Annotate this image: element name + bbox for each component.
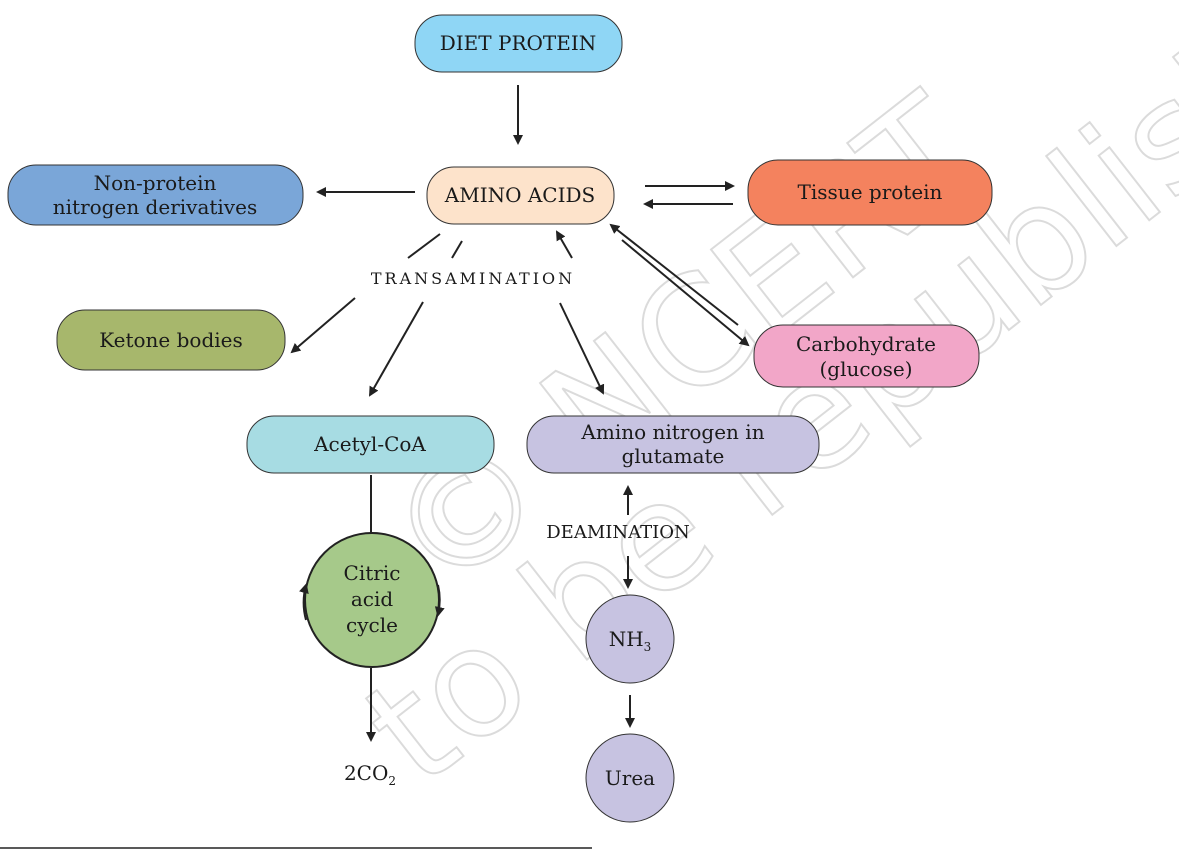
node-citric-label-1: Citric [344, 561, 401, 585]
node-ketone-bodies-label: Ketone bodies [99, 328, 243, 352]
co2-label-base: 2CO [344, 761, 388, 785]
node-tissue-protein-box [747, 159, 993, 226]
node-amino-nitrogen-label-1: Amino nitrogen in [580, 420, 764, 444]
node-non-protein: Non-protein nitrogen derivatives [7, 164, 304, 226]
line-trans-left-1 [407, 233, 441, 259]
cycle-arrow-left [299, 583, 309, 621]
node-tissue-protein: Tissue protein [747, 159, 993, 226]
node-carbohydrate-box [753, 324, 980, 388]
arrow-carb-to-amino [609, 223, 739, 326]
node-nh3-label: NH3 [609, 627, 652, 654]
node-amino-acids: AMINO ACIDS [426, 166, 615, 225]
node-non-protein-label-1: Non-protein [94, 171, 217, 195]
node-citric-label-2: acid [351, 587, 394, 611]
node-nh3: NH3 [585, 594, 675, 684]
node-non-protein-label-2: nitrogen derivatives [53, 195, 257, 219]
arrow-to-acetyl [369, 301, 424, 397]
node-nh3-label-sub: 3 [644, 640, 652, 654]
arrow-amino-to-carb [621, 239, 750, 347]
node-carbohydrate: Carbohydrate (glucose) [753, 324, 980, 388]
node-carbohydrate-label-2: (glucose) [819, 357, 912, 381]
co2-label-sub: 2 [388, 774, 396, 788]
node-tissue-protein-label: Tissue protein [798, 180, 943, 204]
node-diet-protein-label: DIET PROTEIN [440, 31, 596, 55]
node-amino-nitrogen: Amino nitrogen in glutamate [526, 415, 820, 474]
watermark: © NCERT to be republished [334, 0, 1179, 819]
node-amino-acids-label: AMINO ACIDS [444, 183, 595, 207]
node-diet-protein: DIET PROTEIN [414, 14, 623, 73]
node-amino-nitrogen-box [526, 415, 820, 474]
node-acetyl-coa-box [246, 415, 495, 474]
arrow-to-ketone [290, 297, 356, 354]
node-urea-circle [585, 733, 675, 823]
arrows [290, 85, 750, 742]
node-urea-label: Urea [605, 766, 655, 790]
node-diet-protein-box [414, 14, 623, 73]
node-amino-acids-box [426, 166, 615, 225]
node-non-protein-box [7, 164, 304, 226]
cycle-arrow-right [434, 584, 445, 617]
node-carbohydrate-label-1: Carbohydrate [796, 332, 936, 356]
arrow-to-glutamate [559, 302, 605, 395]
node-citric-label-3: cycle [346, 613, 398, 637]
node-amino-nitrogen-label-2: glutamate [622, 444, 725, 468]
node-urea: Urea [585, 733, 675, 823]
node-nh3-label-base: NH [609, 627, 644, 651]
transamination-label: TRANSAMINATION [371, 269, 575, 288]
node-acetyl-coa-label: Acetyl-CoA [313, 432, 426, 456]
node-citric-acid-cycle: Citric acid cycle [299, 532, 445, 668]
node-ketone-bodies-box [56, 309, 286, 371]
node-ketone-bodies: Ketone bodies [56, 309, 286, 371]
arrow-trans-to-amino [556, 230, 573, 259]
deamination-label: DEAMINATION [546, 522, 690, 543]
node-acetyl-coa: Acetyl-CoA [246, 415, 495, 474]
node-nh3-circle [585, 594, 675, 684]
co2-label: 2CO2 [344, 761, 396, 788]
line-trans-left-2 [451, 240, 463, 259]
